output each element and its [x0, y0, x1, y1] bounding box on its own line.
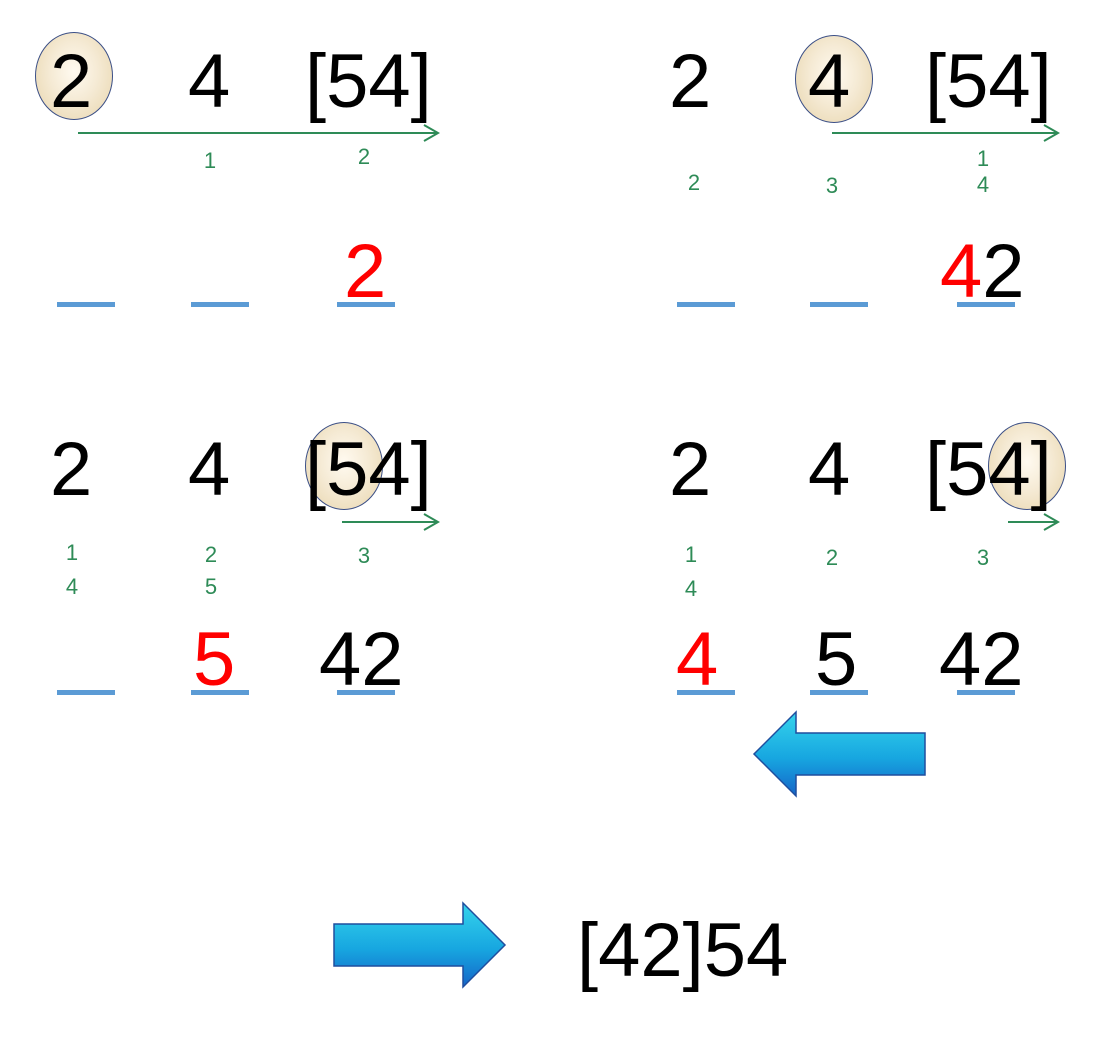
left-arrow-icon — [752, 710, 926, 798]
step-number: 1 — [203, 148, 217, 173]
step-number: 2 — [825, 545, 839, 570]
step-number: 5 — [204, 574, 218, 599]
blank-slot — [191, 690, 249, 695]
seq-bracket-group: [54] — [925, 427, 1052, 512]
blank-slot — [191, 302, 249, 307]
blank-slot — [810, 690, 868, 695]
result-digit: 5 — [815, 617, 858, 702]
final-result: [42]54 — [577, 908, 789, 993]
seq-digit: 2 — [669, 427, 712, 512]
step-number: 3 — [357, 543, 371, 568]
step-number: 2 — [204, 542, 218, 567]
result-digit: 5 — [193, 617, 236, 702]
step-number: 3 — [976, 545, 990, 570]
seq-digit: 4 — [188, 39, 231, 124]
scan-arrow-p2 — [832, 124, 1061, 142]
step-number: 4 — [976, 172, 990, 197]
step-number: 1 — [65, 540, 79, 565]
step-number: 3 — [825, 173, 839, 198]
result-digit: 4 — [676, 617, 719, 702]
seq-digit: 4 — [188, 427, 231, 512]
blank-slot — [337, 690, 395, 695]
step-number: 1 — [684, 542, 698, 567]
highlight-circle-p3 — [305, 422, 383, 510]
result-digit: 2 — [344, 229, 387, 314]
right-arrow-icon — [333, 901, 507, 989]
seq-digit: 4 — [808, 39, 851, 124]
step-number: 4 — [684, 576, 698, 601]
blank-slot — [957, 302, 1015, 307]
result-number: 42 — [940, 234, 1025, 310]
step-number: 1 — [976, 146, 990, 171]
blank-slot — [810, 302, 868, 307]
seq-digit: 4 — [808, 427, 851, 512]
blank-slot — [677, 302, 735, 307]
step-number: 2 — [687, 170, 701, 195]
blank-slot — [957, 690, 1015, 695]
result-old-digits: 2 — [982, 229, 1025, 314]
result-digit: 42 — [939, 617, 1024, 702]
blank-slot — [337, 302, 395, 307]
blank-slot — [57, 302, 115, 307]
result-digit: 42 — [319, 617, 404, 702]
scan-arrow-p3 — [342, 513, 441, 531]
seq-digit: 2 — [669, 39, 712, 124]
seq-digit: 2 — [50, 427, 93, 512]
highlight-circle-p2 — [795, 35, 873, 123]
blank-slot — [677, 690, 735, 695]
scan-arrow-p1 — [78, 124, 441, 142]
highlight-circle-p1 — [35, 32, 113, 120]
seq-bracket-group: [54] — [305, 427, 432, 512]
step-number: 4 — [65, 574, 79, 599]
highlight-circle-p4 — [988, 422, 1066, 510]
scan-arrow-p4 — [1008, 513, 1061, 531]
blank-slot — [57, 690, 115, 695]
seq-digit: 2 — [50, 39, 93, 124]
seq-bracket-group: [54] — [925, 39, 1052, 124]
seq-bracket-group: [54] — [305, 39, 432, 124]
step-number: 2 — [357, 144, 371, 169]
result-new-digit: 4 — [940, 229, 983, 314]
